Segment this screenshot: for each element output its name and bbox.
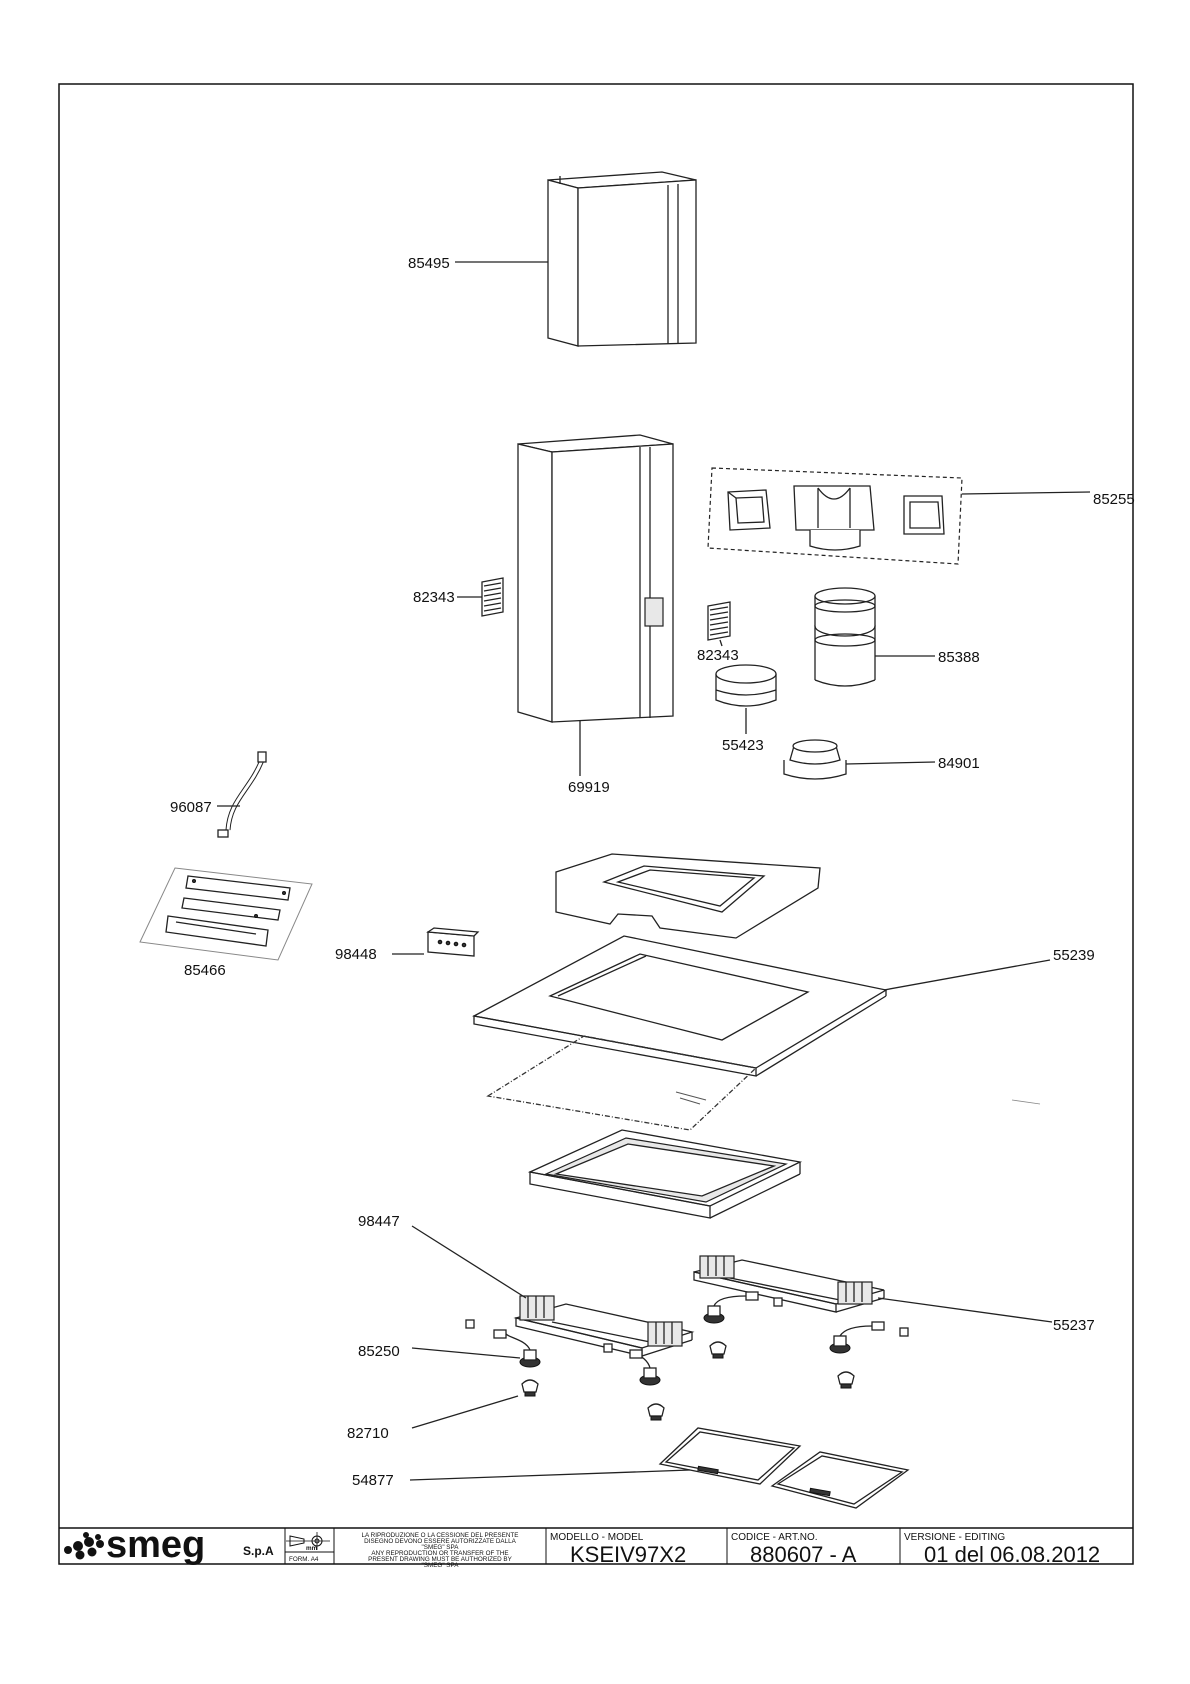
format-label: FORM. A4: [289, 1556, 319, 1563]
part-label-98448: 98448: [335, 946, 377, 963]
grease-filters-54877: [658, 1427, 910, 1509]
adapter-kit-85255: [707, 467, 963, 565]
bulbs-82710: [521, 1341, 855, 1421]
part-label-82710: 82710: [347, 1425, 389, 1442]
version-label: VERSIONE - EDITING: [904, 1532, 1005, 1543]
flange-ring-55423: [715, 664, 777, 707]
leader-85250: [411, 1347, 521, 1359]
part-label-85466: 85466: [184, 962, 226, 979]
light-bar-55237: [693, 1255, 885, 1313]
part-label-55239: 55239: [1053, 947, 1095, 964]
company-suffix: S.p.A: [243, 1544, 274, 1558]
top-cover-plate: [555, 853, 821, 939]
part-label-55237: 55237: [1053, 1317, 1095, 1334]
part-label-82343-right: 82343: [697, 647, 739, 664]
part-label-98447: 98447: [358, 1213, 400, 1230]
part-label-85495: 85495: [408, 255, 450, 272]
keypad-98448: [426, 927, 480, 957]
version-value: 01 del 06.08.2012: [924, 1542, 1100, 1567]
part-label-96087: 96087: [170, 799, 212, 816]
reducer-84901: [783, 739, 847, 780]
part-label-85255: 85255: [1093, 491, 1135, 508]
leader-82343-right: [719, 639, 723, 647]
kit-dashed-frame: [707, 467, 963, 565]
notice-line-1: LA RIPRODUZIONE O LA CESSIONE DEL PRESEN…: [362, 1532, 519, 1539]
drawing-frame: [58, 83, 1134, 1565]
lamp-holders-85250: [465, 1291, 909, 1386]
notice-line-3: "SMEG" SPA: [422, 1544, 460, 1551]
control-board-85466: [139, 867, 313, 961]
leader-55237: [877, 1297, 1053, 1323]
cable-96087: [217, 751, 267, 838]
projection-symbol-icon: [286, 1532, 330, 1550]
code-value: 880607 - A: [750, 1542, 857, 1567]
leader-85255: [961, 491, 1091, 495]
part-label-85250: 85250: [358, 1343, 400, 1360]
notice-line-4: ANY REPRODUCTION OR TRANSFER OF THE: [371, 1550, 508, 1557]
leader-54877: [409, 1469, 691, 1481]
title-block: smeg S.p.A mm FORM. A4 LA RIPRODUZIONE O…: [59, 1524, 1133, 1569]
model-value: KSEIV97X2: [570, 1542, 686, 1567]
lower-frame-tray: [527, 1129, 803, 1219]
part-label-82343-left: 82343: [413, 589, 455, 606]
smeg-logo: smeg S.p.A: [64, 1524, 274, 1566]
unit-label: mm: [306, 1545, 318, 1552]
filter-mesh: [486, 1035, 1041, 1131]
notice-line-2: DISEGNO DEVONO ESSERE AUTORIZZATE DALLA: [364, 1538, 516, 1545]
leader-55239: [883, 959, 1051, 991]
notice-line-6: "SMEG" SPA: [422, 1562, 460, 1569]
leader-98447: [411, 1225, 527, 1299]
part-label-54877: 54877: [352, 1472, 394, 1489]
part-label-69919: 69919: [568, 779, 610, 796]
part-label-85388: 85388: [938, 649, 980, 666]
model-label: MODELLO - MODEL: [550, 1532, 644, 1543]
leader-84901: [845, 761, 936, 765]
vent-grille-82343-right: [707, 601, 731, 641]
notice-line-5: PRESENT DRAWING MUST BE AUTHORIZED BY: [368, 1556, 512, 1563]
part-label-55423: 55423: [722, 737, 764, 754]
leader-82710: [411, 1395, 519, 1429]
duct-connector-85388: [814, 587, 876, 687]
logo-wordmark: smeg: [106, 1524, 205, 1566]
glass-panel-55239: [472, 935, 888, 1077]
upper-chimney-85495: [547, 171, 697, 347]
vent-grille-82343-left: [481, 577, 504, 617]
lower-chimney-69919: [517, 434, 674, 723]
code-label: CODICE - ART.NO.: [731, 1532, 818, 1543]
part-label-84901: 84901: [938, 755, 980, 772]
